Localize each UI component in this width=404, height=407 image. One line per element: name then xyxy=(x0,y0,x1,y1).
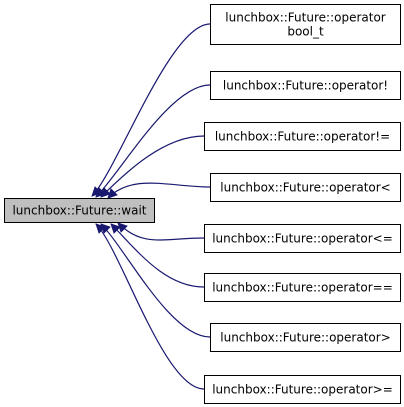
node-gt-box[interactable] xyxy=(210,323,401,352)
node-le[interactable]: lunchbox::Future::operator<= xyxy=(204,224,401,253)
node-ge-label: lunchbox::Future::operator>= xyxy=(212,383,393,397)
node-eq[interactable]: lunchbox::Future::operator== xyxy=(204,273,401,302)
node-lt-label: lunchbox::Future::operator< xyxy=(220,181,391,195)
edge-bool-to-wait xyxy=(91,23,211,197)
node-ge[interactable]: lunchbox::Future::operator>= xyxy=(204,375,401,404)
node-ge-box[interactable] xyxy=(204,375,401,404)
node-neq[interactable]: lunchbox::Future::operator!= xyxy=(204,122,401,151)
node-gt-label: lunchbox::Future::operator> xyxy=(220,331,391,345)
edge-eq-to-wait xyxy=(110,223,205,288)
node-le-label: lunchbox::Future::operator<= xyxy=(212,232,393,246)
node-lt-box[interactable] xyxy=(210,173,401,202)
node-lt[interactable]: lunchbox::Future::operator< xyxy=(210,173,401,202)
edge-ge-to-wait xyxy=(95,223,205,390)
edge-not-to-wait xyxy=(95,84,211,198)
node-le-box[interactable] xyxy=(204,224,401,253)
edge-gt-to-wait xyxy=(100,223,211,338)
node-eq-box[interactable] xyxy=(204,273,401,302)
node-not[interactable]: lunchbox::Future::operator! xyxy=(210,71,401,100)
node-not-label: lunchbox::Future::operator! xyxy=(223,79,388,93)
node-neq-box[interactable] xyxy=(204,122,401,151)
edges xyxy=(91,23,211,390)
node-neq-label: lunchbox::Future::operator!= xyxy=(215,130,390,144)
edge-le-to-wait xyxy=(117,222,205,241)
node-eq-label: lunchbox::Future::operator== xyxy=(212,281,393,295)
edge-neq-to-wait xyxy=(100,135,205,198)
edge-lt-to-wait xyxy=(107,182,211,199)
node-gt[interactable]: lunchbox::Future::operator> xyxy=(210,323,401,352)
node-not-box[interactable] xyxy=(210,71,401,100)
node-wait-label: lunchbox::Future::wait xyxy=(12,204,146,218)
node-bool-label: lunchbox::Future::operator xyxy=(225,11,386,25)
node-bool-label: bool_t xyxy=(287,25,324,39)
node-wait[interactable]: lunchbox::Future::wait xyxy=(4,198,155,223)
nodes: lunchbox::Future::waitlunchbox::Future::… xyxy=(4,4,401,404)
node-bool-box[interactable] xyxy=(210,4,401,45)
node-wait-box[interactable] xyxy=(4,198,155,223)
